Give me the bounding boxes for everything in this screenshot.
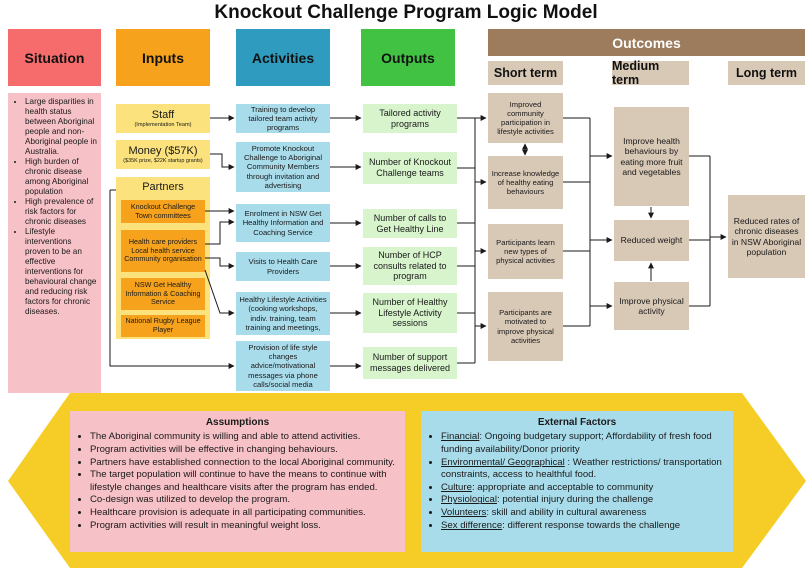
short-term-outcome: Participants are motivated to improve ph…: [488, 292, 563, 361]
inputs-header: Inputs: [116, 29, 210, 86]
output-box: Number of HCP consults related to progra…: [363, 247, 457, 285]
external-factor-item: Physiological: potential injury during t…: [441, 494, 727, 507]
situation-item: High burden of chronic disease among Abo…: [25, 157, 97, 197]
input-money: Money ($57K) ($35K prize, $22K startup g…: [116, 140, 210, 169]
situation-item: Lifestyle interventions proven to be an …: [25, 227, 97, 317]
assumption-item: Partners have established connection to …: [90, 457, 399, 470]
external-factor-label: Culture: [441, 481, 472, 493]
short-term-outcome: Participants learn new types of physical…: [488, 224, 563, 279]
assumption-item: Healthcare provision is adequate in all …: [90, 507, 399, 520]
external-factor-label: Sex difference: [441, 519, 503, 531]
activity-box: Promote Knockout Challenge to Aboriginal…: [236, 142, 330, 192]
external-factor-text: : appropriate and acceptable to communit…: [471, 481, 654, 493]
external-factors-title: External Factors: [537, 417, 617, 428]
long-term-outcome: Reduced rates of chronic diseases in NSW…: [728, 195, 805, 278]
input-money-sub: ($35K prize, $22K startup grants): [123, 157, 203, 164]
activity-box: Provision of life style changes advice/m…: [236, 341, 330, 391]
assumption-item: Co-design was utilized to develop the pr…: [90, 494, 399, 507]
assumption-item: Program activities will be effective in …: [90, 444, 399, 457]
input-staff-label: Staff: [151, 108, 175, 121]
assumption-item: Program activities will result in meanin…: [90, 520, 399, 533]
external-factor-text: : Weather restrictions/ transportation c…: [441, 456, 722, 481]
external-factor-text: : different response towards the challen…: [502, 519, 681, 531]
external-factor-text: : Ongoing budgetary support; Affordabili…: [441, 431, 712, 455]
situation-header: Situation: [8, 29, 101, 86]
long-term-header: Long term: [728, 61, 805, 85]
external-factor-item: Environmental/ Geographical : Weather re…: [441, 457, 727, 482]
outputs-header: Outputs: [361, 29, 455, 86]
external-factor-label: Environmental/ Geographical: [441, 456, 565, 468]
external-factor-item: Volunteers: skill and ability in cultura…: [441, 507, 727, 520]
input-staff: Staff (Implementation Team): [116, 104, 210, 133]
situation-panel: Large disparities in health status betwe…: [8, 93, 101, 393]
external-factor-label: Financial: [441, 431, 480, 443]
external-factor-item: Sex difference: different response towar…: [441, 520, 727, 533]
activity-box: Visits to Health Care Providers: [236, 252, 330, 281]
external-factor-label: Physiological: [441, 494, 497, 506]
short-term-header: Short term: [488, 61, 563, 85]
output-box: Number of Healthy Lifestyle Activity ses…: [363, 293, 457, 333]
medium-term-outcome: Reduced weight: [614, 220, 689, 261]
assumptions-title: Assumptions: [205, 417, 270, 428]
activity-box: Enrolment in NSW Get Healthy Information…: [236, 204, 330, 242]
external-factors-panel: External Factors Financial: Ongoing budg…: [421, 411, 733, 552]
external-factor-text: : skill and ability in cultural awarenes…: [486, 507, 647, 519]
output-box: Tailored activity programs: [363, 104, 457, 133]
assumption-item: The Aboriginal community is willing and …: [90, 431, 399, 444]
external-factor-item: Financial: Ongoing budgetary support; Af…: [441, 431, 727, 456]
short-term-outcome: Increase knowledge of healthy eating beh…: [488, 156, 563, 209]
external-factor-label: Volunteers: [441, 507, 487, 519]
activities-header: Activities: [236, 29, 330, 86]
outcomes-header: Outcomes: [488, 29, 805, 56]
activity-box: Training to develop tailored team activi…: [236, 104, 330, 133]
assumption-item: The target population will continue to h…: [90, 469, 399, 494]
medium-term-header: Medium term: [612, 59, 689, 87]
short-term-outcome: Improved community participation in life…: [488, 93, 563, 143]
page-title: Knockout Challenge Program Logic Model: [214, 2, 598, 23]
medium-term-outcome: Improve physical activity: [614, 282, 689, 330]
situation-item: High prevalence of risk factors for chro…: [25, 197, 97, 227]
external-factor-text: : potential injury during the challenge: [497, 494, 654, 506]
output-box: Number of calls to Get Healthy Line: [363, 209, 457, 238]
input-money-label: Money ($57K): [128, 144, 198, 157]
activity-box: Healthy Lifestyle Activities (cooking wo…: [236, 292, 330, 335]
assumptions-panel: Assumptions The Aboriginal community is …: [70, 411, 405, 552]
output-box: Number of Knockout Challenge teams: [363, 152, 457, 184]
external-factor-item: Culture: appropriate and acceptable to c…: [441, 482, 727, 495]
medium-term-outcome: Improve health behaviours by eating more…: [614, 107, 689, 206]
situation-item: Large disparities in health status betwe…: [25, 97, 97, 157]
output-box: Number of support messages delivered: [363, 347, 457, 379]
input-staff-sub: (Implementation Team): [134, 121, 192, 128]
